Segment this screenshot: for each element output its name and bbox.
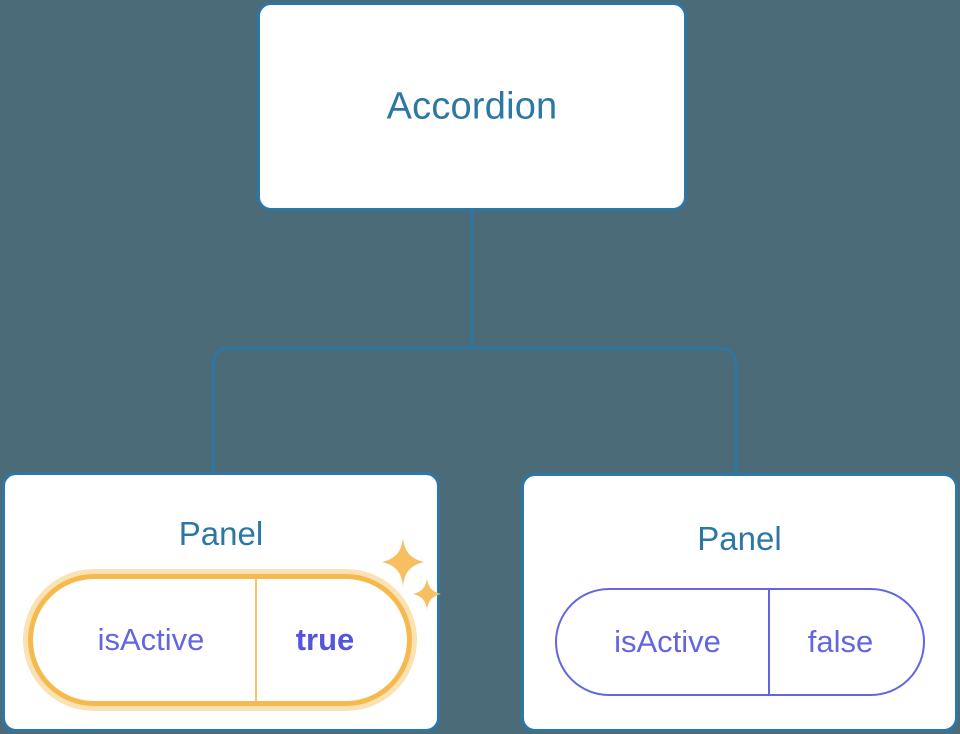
prop-key-label: isActive: [33, 579, 257, 701]
node-panel-inactive-label: Panel: [697, 520, 782, 557]
connector-branch-left: [211, 346, 474, 474]
prop-pill-isactive-true[interactable]: isActive true: [28, 574, 412, 706]
prop-pill-isactive-false[interactable]: isActive false: [555, 588, 925, 696]
node-accordion-label: Accordion: [386, 85, 558, 127]
connector-branch-right: [470, 346, 738, 475]
prop-value-label: true: [295, 622, 355, 657]
node-panel-active-label: Panel: [178, 515, 264, 552]
prop-key-label: isActive: [557, 590, 770, 694]
prop-value-label: false: [807, 624, 874, 659]
node-accordion[interactable]: Accordion: [257, 2, 687, 211]
